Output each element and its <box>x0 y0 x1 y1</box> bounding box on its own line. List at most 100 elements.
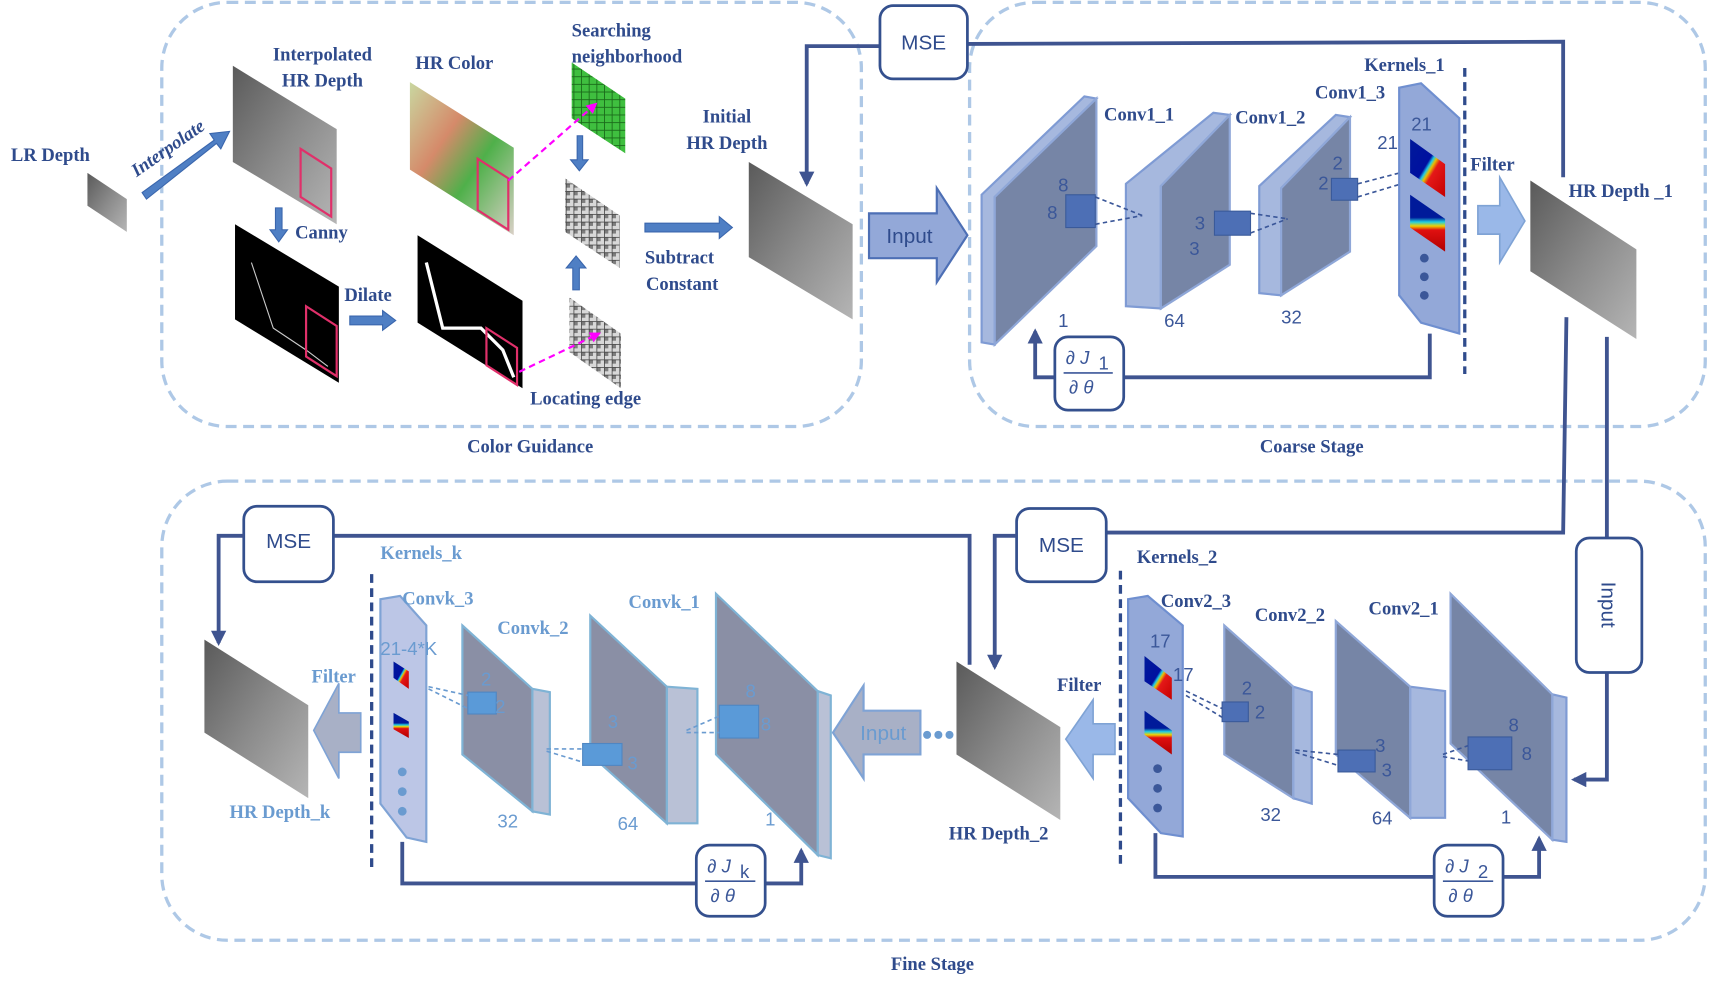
hr-depth1-to-mse-wire <box>967 39 1566 178</box>
kernel-size: 21-4*K <box>380 638 437 659</box>
conv2-3-side <box>1292 685 1313 806</box>
canny-edge-image <box>235 224 339 383</box>
subtract-label: Subtract <box>645 248 715 269</box>
kernels-2-panel <box>1126 594 1184 838</box>
kernel-map <box>1410 139 1446 197</box>
kernel-size: 8 <box>1047 202 1057 223</box>
kernel-cube <box>1221 701 1249 723</box>
convk-1-label: Convk_1 <box>629 592 700 613</box>
kernel-cube <box>467 691 497 715</box>
input-arrow-coarse <box>867 184 969 286</box>
channel-count: 1 <box>765 808 775 829</box>
initial-hr-depth-label: HR Depth <box>686 133 768 154</box>
kernel-cube <box>1467 736 1513 771</box>
feedback-wire-fine-2 <box>1153 833 1435 879</box>
pixel-grid <box>565 178 620 269</box>
channel-count: 64 <box>1372 807 1393 828</box>
hr-depth-2-image <box>956 661 1061 821</box>
kernel-map <box>393 661 409 689</box>
feedback-arrow-fine-2 <box>1503 835 1547 879</box>
convk-3-label: Convk_3 <box>402 589 473 610</box>
kernel-map <box>1410 194 1446 252</box>
conv1-3-layer <box>1280 114 1352 298</box>
kernel-size: 8 <box>761 713 771 734</box>
channel-count: 1 <box>1058 310 1068 331</box>
filter-arrow-fine-2 <box>1064 697 1116 782</box>
filter-arrow-coarse <box>1477 174 1526 266</box>
gradient-denominator: ∂ θ <box>1069 377 1093 398</box>
interpolated-label-2: HR Depth <box>282 71 364 92</box>
ellipsis-dot <box>1153 764 1162 774</box>
receptive-field-lines <box>428 685 720 763</box>
dilated-edge-lines <box>424 262 516 378</box>
gradient-numerator: ∂ J <box>707 855 731 876</box>
dilate-arrow <box>349 309 397 332</box>
conv2-1-label: Conv2_1 <box>1369 599 1439 620</box>
filter-label-fine-2: Filter <box>1057 675 1101 696</box>
hr-color-image <box>409 82 514 236</box>
feedback-arrow-coarse <box>1027 328 1055 380</box>
kernel-size: 2 <box>1242 677 1252 698</box>
gradient-subscript: 2 <box>1478 861 1488 882</box>
channel-count: 32 <box>1260 804 1281 825</box>
convk-1-side <box>816 689 832 860</box>
hr-depth-k-label: HR Depth_k <box>230 802 331 823</box>
conv1-3-label: Conv1_3 <box>1315 83 1385 104</box>
kernel-size: 8 <box>746 681 756 702</box>
hr-depth-1-label: HR Depth _1 <box>1569 181 1673 202</box>
ellipsis-dot <box>1419 290 1429 300</box>
highlight-box <box>476 156 510 232</box>
edge-location-grid <box>569 297 621 389</box>
kernel-map <box>1144 656 1172 700</box>
initial-label: Initial <box>703 107 752 128</box>
kernel-size: 8 <box>1058 174 1068 195</box>
ellipsis-dot <box>397 806 407 816</box>
locating-edge-label: Locating edge <box>530 389 641 410</box>
hr-depth-1-image <box>1530 180 1637 340</box>
conv1-2-layer <box>1159 112 1231 311</box>
msek-to-hr-depthk-wire <box>210 533 244 647</box>
conv2-2-layer <box>1334 618 1412 821</box>
conv2-2-label: Conv2_2 <box>1255 605 1325 626</box>
kernel-size: 8 <box>1508 714 1518 735</box>
canny-arrow <box>268 207 289 243</box>
kernel-size: 21 <box>1411 113 1432 134</box>
color-guidance-stage <box>160 0 864 429</box>
kernel-size: 2 <box>1318 172 1328 193</box>
kernel-size: 8 <box>1522 743 1532 764</box>
constant-label: Constant <box>646 274 719 295</box>
conv2-1-side <box>1551 692 1568 844</box>
filter-label-coarse: Filter <box>1470 155 1514 176</box>
feedback-wire-coarse <box>1123 333 1432 380</box>
input-label-vertical: Input <box>1596 582 1619 628</box>
interpolate-label: Interpolate <box>127 116 209 182</box>
kernel-size: 3 <box>608 711 618 732</box>
edge-lines <box>250 262 329 367</box>
conv2-1-layer <box>1449 591 1554 843</box>
channel-count: 32 <box>497 811 518 832</box>
searching-neighborhood-grid <box>571 62 626 154</box>
convk-1-layer <box>714 591 819 858</box>
kernels-2-label: Kernels_2 <box>1137 547 1218 568</box>
channel-count: 64 <box>618 813 639 834</box>
receptive-field-lines <box>1094 168 1413 234</box>
feedback-wire-fine-k <box>400 841 697 886</box>
color-correspondence-line <box>507 102 598 182</box>
input-box-fine <box>1574 536 1644 674</box>
kernel-size: 21 <box>1377 132 1398 153</box>
mse-label-fine-k: MSE <box>266 530 311 553</box>
mse-box-fine-k <box>242 504 335 584</box>
lr-depth-label: LR Depth <box>11 145 91 166</box>
mse-to-initial-wire <box>799 44 880 187</box>
searching-label: Searching <box>572 20 652 41</box>
hr-depth2-to-msek-wire <box>333 533 972 665</box>
kernel-cube <box>1065 194 1096 229</box>
kernel-size: 3 <box>1382 759 1392 780</box>
color-guidance-title: Color Guidance <box>467 437 593 458</box>
convk-2-label: Convk_2 <box>497 618 568 639</box>
hr-color-label: HR Color <box>415 53 493 74</box>
kernel-cube <box>1330 177 1359 201</box>
hr-depth-2-label: HR Depth_2 <box>949 824 1049 845</box>
conv1-1-layer <box>993 95 1098 348</box>
